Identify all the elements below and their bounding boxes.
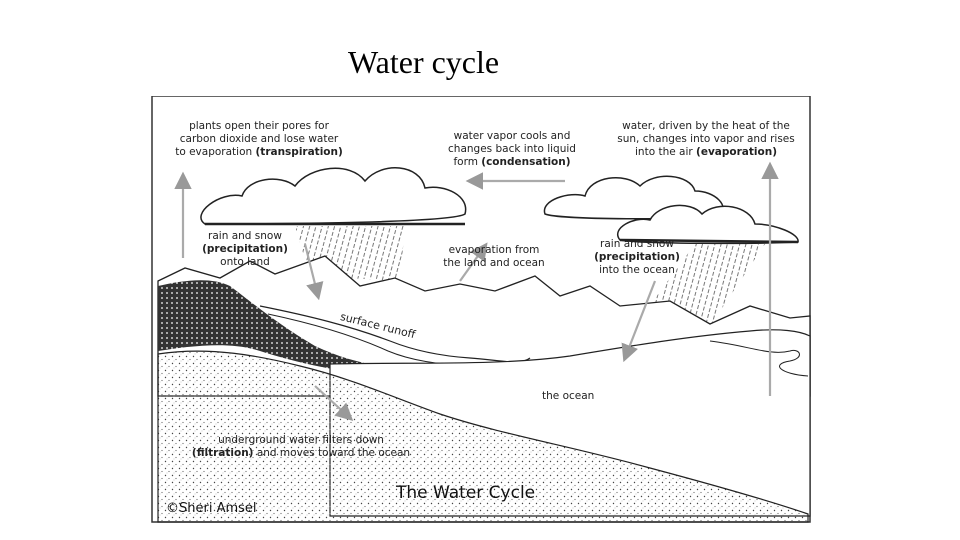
label-evaporation: water, driven by the heat of the sun, ch… [602,120,810,159]
label-evap-land-line-2: the land and ocean [443,257,545,269]
label-condensation-line-1: water vapor cools and [453,130,571,142]
label-ocean: the ocean [542,390,595,402]
filtration-arrow [314,385,354,421]
ground [157,350,809,523]
left-cloud [200,167,467,226]
label-transpiration-line-2: carbon dioxide and lose water [179,133,339,145]
label-precip-land-line-1: rain and snow [208,230,282,242]
label-evaporation-land-ocean: evaporation from the land and ocean [434,244,554,270]
label-condensation-line-2: changes back into liquid [448,143,576,155]
label-condensation-line-3: form (condensation) [432,156,592,169]
label-evaporation-text: into the air [635,146,693,158]
label-transpiration-line-1: plants open their pores for [189,120,329,132]
label-transpiration-line-3: to evaporation (transpiration) [154,146,364,159]
label-precip-land-term: (precipitation) [202,243,288,255]
label-precipitation-land: rain and snow (precipitation) onto land [190,230,300,269]
water-cycle-diagram: plants open their pores for carbon dioxi… [150,96,812,526]
forest [158,280,390,376]
label-filtration-text: and moves toward the ocean [256,447,411,459]
label-precipitation-ocean: rain and snow (precipitation) into the o… [582,238,692,277]
evap-land-arrow [459,242,488,282]
label-evaporation-line-2: sun, changes into vapor and rises [617,133,795,145]
right-cloud [543,175,799,245]
label-evaporation-term: (evaporation) [696,146,777,158]
diagram-title: The Water Cycle [396,483,536,503]
precip-ocean-arrow [621,280,657,363]
label-precip-ocean-term: (precipitation) [594,251,680,263]
label-precip-land-line-3: onto land [220,256,270,268]
label-condensation: water vapor cools and changes back into … [432,130,592,169]
label-filtration-term: (filtration) [191,447,254,459]
label-transpiration: plants open their pores for carbon dioxi… [154,120,364,159]
label-evaporation-line-1: water, driven by the heat of the [622,120,790,132]
label-filtration: underground water filters down (filtrati… [176,434,426,460]
copyright: ©Sheri Amsel [166,501,257,516]
label-transpiration-term: (transpiration) [255,146,343,158]
label-condensation-text: form [453,156,478,168]
arrows [174,161,779,421]
label-precip-ocean-line-1: rain and snow [600,238,674,250]
label-filtration-line-2: (filtration) and moves toward the ocean [176,447,426,460]
slide-title: Water cycle [348,44,500,80]
right-river [709,340,809,377]
precip-land-arrow [303,243,324,301]
label-filtration-line-1: underground water filters down [218,434,384,446]
label-precip-ocean-line-3: into the ocean [599,264,675,276]
river [259,305,531,363]
label-evap-land-line-1: evaporation from [448,244,540,256]
label-condensation-term: (condensation) [481,156,571,168]
label-evaporation-line-3: into the air (evaporation) [602,146,810,159]
label-transpiration-text: to evaporation [175,146,253,158]
diagram-illustration [151,96,811,523]
